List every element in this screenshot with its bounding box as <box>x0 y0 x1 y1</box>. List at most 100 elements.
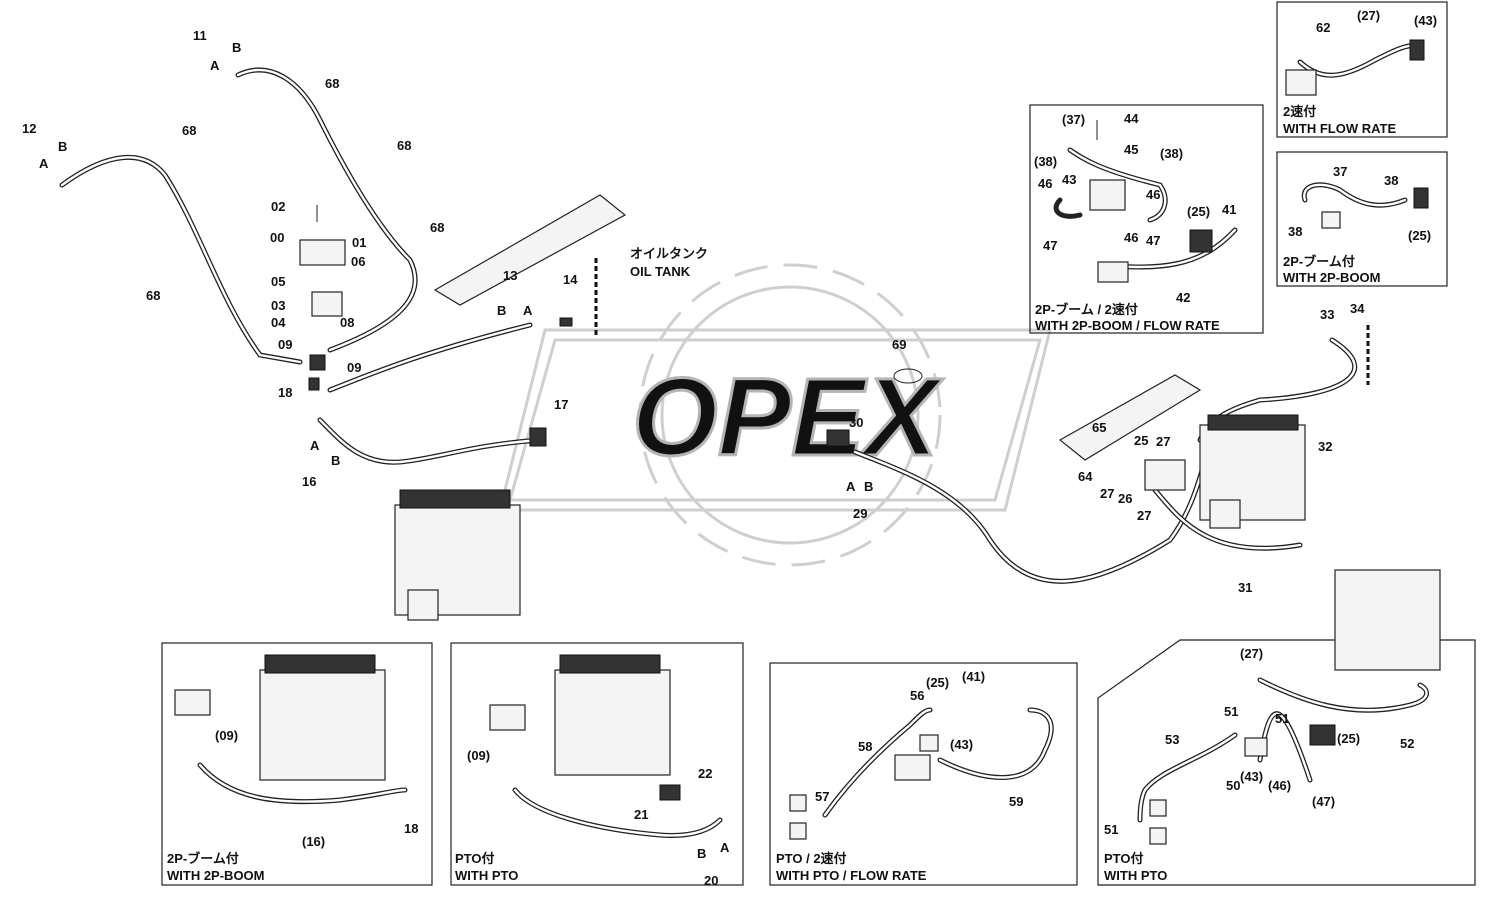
box5-label-20b: B <box>697 846 706 861</box>
label-25: 25 <box>1134 433 1148 448</box>
box1-caption-jp: 2P-ブーム / 2速付 <box>1035 302 1138 317</box>
box1-label-47a: 47 <box>1043 238 1057 253</box>
box6-label-56: 56 <box>910 688 924 703</box>
box-pto: (09) 22 21 B A 20 PTO付 WITH PTO <box>450 642 744 888</box>
box6-caption-en: WITH PTO / FLOW RATE <box>776 868 927 883</box>
label-11: 11 <box>193 28 207 43</box>
label-68-2: 68 <box>182 123 196 138</box>
label-32: 32 <box>1318 439 1332 454</box>
box1-label-46c: 46 <box>1124 230 1138 245</box>
box1-label-46b: 46 <box>1146 187 1160 202</box>
box-2p-boom-top: 37 38 38 (25) 2P-ブーム付 WITH 2P-BOOM <box>1276 151 1448 287</box>
label-11-b: B <box>232 40 241 55</box>
box1-label-44: 44 <box>1124 111 1139 126</box>
label-29-b: B <box>864 479 873 494</box>
opex-watermark: OPEX <box>498 263 1052 567</box>
label-16-a: A <box>310 438 320 453</box>
box2-label-62: 62 <box>1316 20 1330 35</box>
label-02: 02 <box>271 199 285 214</box>
box1-label-46a: 46 <box>1038 176 1052 191</box>
label-00: 00 <box>270 230 284 245</box>
box2-caption-en: WITH FLOW RATE <box>1283 121 1396 136</box>
box1-label-38a: (38) <box>1034 154 1057 169</box>
box1-label-45: 45 <box>1124 142 1138 157</box>
box1-label-41: 41 <box>1222 202 1236 217</box>
box7-label-51b: 51 <box>1275 711 1289 726</box>
box7-label-47: (47) <box>1312 794 1335 809</box>
label-29-a: A <box>846 479 856 494</box>
label-29: 29 <box>853 506 867 521</box>
oil-tank-label: オイルタンク OIL TANK <box>630 246 708 279</box>
label-27-2: 27 <box>1100 486 1114 501</box>
box-2p-boom-bottom: (09) (16) 18 2P-ブーム付 WITH 2P-BOOM <box>161 642 433 886</box>
label-12: 12 <box>22 121 36 136</box>
label-13-b: B <box>497 303 506 318</box>
box3-caption-en: WITH 2P-BOOM <box>1283 270 1381 285</box>
box5-label-21: 21 <box>634 807 648 822</box>
label-68-5: 68 <box>146 288 160 303</box>
box6-label-25: (25) <box>926 675 949 690</box>
label-65: 65 <box>1092 420 1106 435</box>
box3-caption-jp: 2P-ブーム付 <box>1283 254 1355 269</box>
box3-label-38a: 38 <box>1288 224 1302 239</box>
box4-label-16: (16) <box>302 834 325 849</box>
box2-caption-jp: 2速付 <box>1283 104 1316 119</box>
box1-label-37: (37) <box>1062 112 1085 127</box>
box3-label-38b: 38 <box>1384 173 1398 188</box>
label-34: 34 <box>1350 301 1365 316</box>
box3-label-25: (25) <box>1408 228 1431 243</box>
label-09-2: 09 <box>347 360 361 375</box>
watermark-text: OPEX <box>632 356 943 479</box>
box5-label-20a: A <box>720 840 730 855</box>
box7-label-25: (25) <box>1337 731 1360 746</box>
label-27-3: 27 <box>1137 508 1151 523</box>
box4-caption-en: WITH 2P-BOOM <box>167 868 265 883</box>
box4-label-09: (09) <box>215 728 238 743</box>
box7-label-50: 50 <box>1226 778 1240 793</box>
main-labels: 11 B A 12 B A 68 68 68 68 68 02 00 01 06… <box>22 28 1365 595</box>
box-flow-rate: 62 (27) (43) 2速付 WITH FLOW RATE <box>1276 1 1448 138</box>
box1-label-42: 42 <box>1176 290 1190 305</box>
box7-label-46: (46) <box>1268 778 1291 793</box>
main-hoses <box>59 67 1357 584</box>
box6-label-59: 59 <box>1009 794 1023 809</box>
box-pto-flow-rate: (25) (41) 56 (43) 58 57 59 PTO / 2速付 WIT… <box>769 662 1078 886</box>
box1-label-25: (25) <box>1187 204 1210 219</box>
box7-label-53: 53 <box>1165 732 1179 747</box>
box-2p-boom-flow-rate: (37) 44 45 (38) (38) 43 46 46 46 47 47 (… <box>1029 104 1264 334</box>
box3-label-37: 37 <box>1333 164 1347 179</box>
box2-label-27: (27) <box>1357 8 1380 23</box>
label-04: 04 <box>271 315 286 330</box>
label-69: 69 <box>892 337 906 352</box>
label-09-1: 09 <box>278 337 292 352</box>
box1-label-38b: (38) <box>1160 146 1183 161</box>
label-16-b: B <box>331 453 340 468</box>
label-16: 16 <box>302 474 316 489</box>
box4-label-18: 18 <box>404 821 418 836</box>
oil-tank-jp: オイルタンク <box>630 246 708 261</box>
label-68-1: 68 <box>325 76 339 91</box>
label-12-a: A <box>39 156 49 171</box>
box6-label-41: (41) <box>962 669 985 684</box>
small-part-30 <box>826 325 1370 447</box>
oil-tank-en: OIL TANK <box>630 264 691 279</box>
box7-label-51a: 51 <box>1224 704 1238 719</box>
label-08: 08 <box>340 315 354 330</box>
box5-caption-en: WITH PTO <box>455 868 518 883</box>
label-68-3: 68 <box>397 138 411 153</box>
box6-caption-jp: PTO / 2速付 <box>776 851 847 866</box>
valve-block-assembly <box>299 194 627 447</box>
label-13: 13 <box>503 268 517 283</box>
control-valve-right <box>1058 374 1306 529</box>
control-valve-main <box>394 489 521 621</box>
label-68-4: 68 <box>430 220 444 235</box>
box2-label-43: (43) <box>1414 13 1437 28</box>
box7-label-51c: 51 <box>1104 822 1118 837</box>
label-12-b: B <box>58 139 67 154</box>
box6-label-57: 57 <box>815 789 829 804</box>
label-05: 05 <box>271 274 285 289</box>
label-33: 33 <box>1320 307 1334 322</box>
label-01: 01 <box>352 235 366 250</box>
box1-label-47b: 47 <box>1146 233 1160 248</box>
